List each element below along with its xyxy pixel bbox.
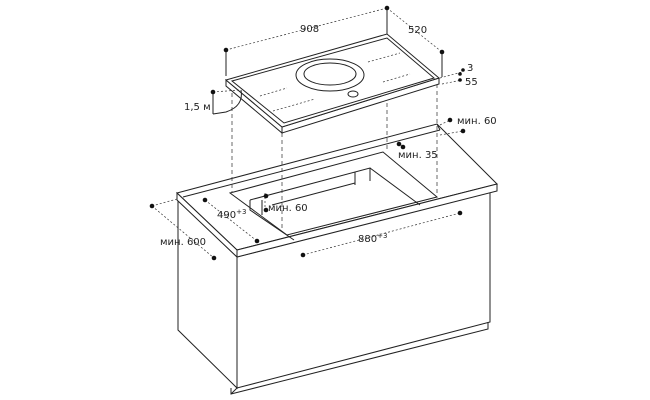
dim-label-min-back-gap: мин. 60 bbox=[457, 116, 497, 127]
cooktop bbox=[224, 33, 441, 135]
dim-label-min-side-gap: мин. 35 bbox=[398, 150, 438, 161]
dim-label-min-worktop-depth: мин. 600 bbox=[160, 237, 206, 248]
worktop-cutout bbox=[228, 151, 439, 241]
control-knob bbox=[347, 90, 359, 98]
power-cable bbox=[212, 89, 242, 115]
dim-label-glass-thickness: 3 bbox=[467, 63, 473, 74]
dim-label-width: 908 bbox=[300, 24, 319, 35]
dim-label-cutout-width: 880+3 bbox=[358, 232, 387, 245]
dim-label-cable-length: 1,5 м bbox=[184, 102, 211, 113]
dim-label-depth: 520 bbox=[408, 25, 427, 36]
dim-label-min-front-inner: мин. 60 bbox=[268, 203, 308, 214]
dim-label-height: 55 bbox=[465, 77, 478, 88]
dim-label-cutout-depth: 490+3 bbox=[217, 208, 246, 221]
dimension-lines bbox=[149, 5, 466, 261]
